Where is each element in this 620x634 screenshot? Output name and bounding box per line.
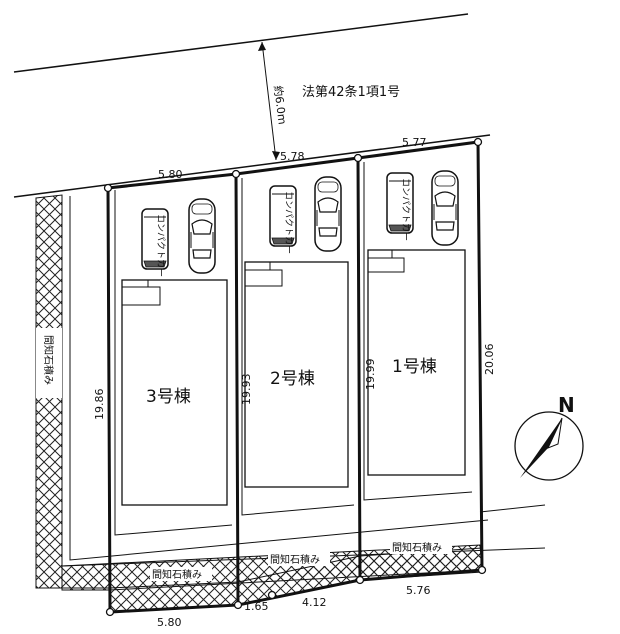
car-icon-lot1-large	[431, 170, 459, 246]
depth-lot3: 19.86	[93, 389, 106, 421]
compact-label-lot3: コンパクトカー	[155, 214, 166, 277]
wall-label-lot2: 間知石積み	[270, 553, 320, 566]
road-edge-top	[13, 13, 469, 73]
boundary-markers	[103, 137, 487, 617]
depth-lot1: 19.99	[364, 359, 377, 391]
frontage-lot2: 5.78	[280, 150, 305, 163]
right-road-line	[479, 504, 546, 513]
road-name-label: 法第42条1項1号	[302, 84, 400, 100]
north-label: N	[558, 393, 575, 417]
car-icon-lot2-large	[314, 176, 342, 252]
frontage-lot3: 5.80	[158, 168, 183, 181]
building-label-lot3: 3号棟	[146, 387, 191, 407]
building-lot3	[121, 279, 228, 506]
frontage-lot1: 5.77	[402, 136, 427, 149]
building-label-lot1: 1号棟	[392, 357, 437, 377]
lot-setback-lines	[114, 162, 473, 536]
compact-label-lot2: コンパクトカー	[283, 191, 294, 254]
rear-lot1: 5.76	[406, 584, 431, 597]
wall-label-lot3: 間知石積み	[152, 568, 202, 581]
wall-label-lot1: 間知石積み	[392, 541, 442, 554]
compact-label-lot1: コンパクトカー	[400, 178, 411, 241]
car-icon-lot3-large	[188, 198, 216, 274]
depth-right-lot1: 20.06	[483, 344, 496, 376]
site-inner-frame	[69, 196, 489, 561]
depth-lot2: 19.93	[240, 374, 253, 406]
road-width-label: 約6.0m	[271, 85, 290, 126]
building-lot2	[244, 261, 349, 488]
rear-lot2-b: 4.12	[302, 596, 327, 609]
building-lot1	[367, 249, 466, 476]
north-arrow-icon	[514, 411, 584, 481]
building-label-lot2: 2号棟	[270, 369, 315, 389]
rear-lot3: 5.80	[157, 616, 182, 629]
left-wall-label: 間知石積み	[42, 335, 55, 385]
road-width-dimension	[258, 41, 280, 161]
road-edge-bottom	[13, 134, 491, 198]
rear-lot2-a: 1.65	[244, 600, 269, 613]
